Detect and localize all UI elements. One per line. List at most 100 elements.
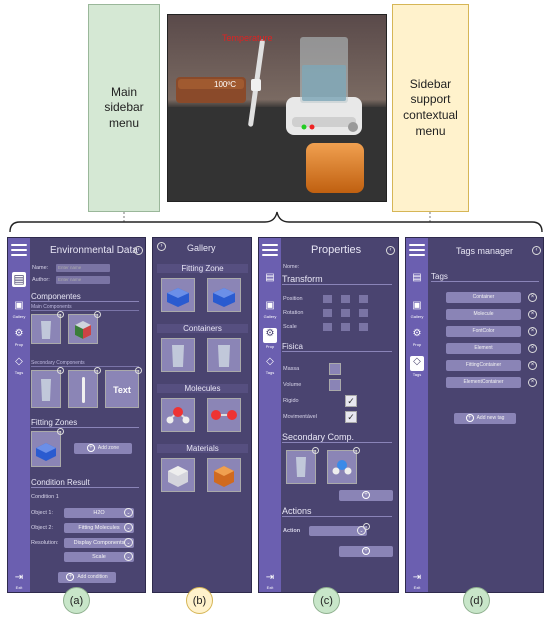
add-new-tag-label: Add new tag <box>476 415 505 421</box>
position-z-input[interactable] <box>359 295 368 303</box>
remove-icon[interactable]: × <box>94 311 101 318</box>
remove-icon[interactable]: × <box>353 447 360 454</box>
tag-icon[interactable]: ◇ <box>15 356 23 367</box>
tag-item[interactable]: FontColor <box>446 326 521 337</box>
environment-file-icon[interactable]: ▤ <box>12 272 26 287</box>
object2-value: Fitting Molecules <box>78 525 120 531</box>
cube-icon <box>213 288 235 307</box>
tag-item[interactable]: ElementContainer <box>446 377 521 388</box>
remove-tag-icon[interactable]: × <box>528 378 537 387</box>
rotation-z-input[interactable] <box>359 309 368 317</box>
author-input[interactable]: Enter name <box>56 276 110 284</box>
add-zone-button[interactable]: +Add zone <box>74 443 132 454</box>
secondary-comp-thumb[interactable] <box>286 450 316 484</box>
action-select[interactable]: ⌄ <box>309 526 367 536</box>
remove-icon[interactable]: × <box>57 367 64 374</box>
position-x-input[interactable] <box>323 295 332 303</box>
hamburger-menu-icon[interactable] <box>409 244 425 256</box>
volume-input[interactable] <box>329 379 341 391</box>
tag-icon[interactable]: ◇ <box>266 356 274 367</box>
remove-icon[interactable]: × <box>312 447 319 454</box>
remove-tag-icon[interactable]: × <box>528 361 537 370</box>
resolution-select-2[interactable]: Scale⌄ <box>64 552 134 562</box>
fitting-zone-thumb[interactable] <box>31 431 61 467</box>
object2-select[interactable]: Fitting Molecules⌄ <box>64 523 134 533</box>
hamburger-menu-icon[interactable] <box>11 244 27 256</box>
remove-tag-icon[interactable]: × <box>528 344 537 353</box>
collapse-icon[interactable]: ‹ <box>134 246 143 255</box>
gallery-item[interactable] <box>161 458 195 492</box>
add-condition-button[interactable]: +Add condition <box>58 572 116 583</box>
environment-file-icon[interactable]: ▤ <box>265 272 275 283</box>
main-sidebar: ▤ ▣ Gallery ⚙ Prop ◇ Tags ⇥ Exit <box>8 238 30 592</box>
scale-z-input[interactable] <box>359 323 368 331</box>
expand-icon[interactable]: › <box>157 242 166 251</box>
remove-icon[interactable]: × <box>363 523 370 530</box>
rotation-y-input[interactable] <box>341 309 350 317</box>
remove-icon[interactable]: × <box>135 367 142 374</box>
contextual-menu-text: Sidebar support contextual menu <box>403 76 458 138</box>
position-y-input[interactable] <box>341 295 350 303</box>
plus-icon: + <box>465 413 474 422</box>
hamburger-menu-icon[interactable] <box>262 244 278 256</box>
exit-icon[interactable]: ⇥ <box>14 572 24 583</box>
materials-section: Materials <box>157 444 248 453</box>
tag-item[interactable]: FittingContainer <box>446 360 521 371</box>
resolution-select[interactable]: Display Components⌄ <box>64 538 134 548</box>
main-component-thumb[interactable] <box>31 314 61 344</box>
components-section: Componentes <box>31 292 139 302</box>
massa-input[interactable] <box>329 363 341 375</box>
fisica-section: Fisica <box>282 342 392 352</box>
text-component-thumb[interactable]: Text <box>105 370 139 408</box>
secondary-component-thumb[interactable] <box>68 370 98 408</box>
collapse-icon[interactable]: ‹ <box>532 246 541 255</box>
remove-icon[interactable]: × <box>57 311 64 318</box>
exit-icon[interactable]: ⇥ <box>265 572 275 583</box>
caption-b: (b) <box>186 587 213 614</box>
gallery-icon[interactable]: ▣ <box>14 300 24 311</box>
add-new-tag-button[interactable]: +Add new tag <box>454 413 516 424</box>
gear-icon[interactable]: ⚙ <box>14 328 24 339</box>
exit-icon[interactable]: ⇥ <box>412 572 422 583</box>
condition-result-section: Condition Result <box>31 478 139 488</box>
tag-item[interactable]: Container <box>446 292 521 303</box>
scale-x-input[interactable] <box>323 323 332 331</box>
gallery-item[interactable] <box>207 278 241 312</box>
gallery-item[interactable] <box>161 398 195 432</box>
gear-icon[interactable]: ⚙ <box>263 328 277 343</box>
beaker-icon <box>172 345 184 367</box>
remove-icon[interactable]: × <box>57 428 64 435</box>
movimentavel-checkbox[interactable]: ✓ <box>345 411 357 423</box>
gallery-item[interactable] <box>207 398 241 432</box>
gallery-item[interactable] <box>207 458 241 492</box>
environment-file-icon[interactable]: ▤ <box>412 272 422 283</box>
prop-label: Prop <box>14 342 24 347</box>
gallery-item[interactable] <box>161 278 195 312</box>
remove-icon[interactable]: × <box>94 367 101 374</box>
scale-y-input[interactable] <box>341 323 350 331</box>
beaker-icon <box>296 457 306 477</box>
secondary-component-thumb[interactable] <box>31 370 61 408</box>
tag-item[interactable]: Element <box>446 343 521 354</box>
remove-tag-icon[interactable]: × <box>528 293 537 302</box>
add-action-button[interactable]: + <box>339 546 393 557</box>
gallery-item[interactable] <box>207 338 241 372</box>
object1-select[interactable]: H2O⌄ <box>64 508 134 518</box>
rotation-x-input[interactable] <box>323 309 332 317</box>
main-component-thumb[interactable] <box>68 314 98 344</box>
gallery-icon[interactable]: ▣ <box>412 300 422 311</box>
secondary-comp-thumb[interactable] <box>327 450 357 484</box>
tag-icon[interactable]: ◇ <box>410 356 424 371</box>
temperature-value: 100ºC <box>214 80 236 89</box>
remove-tag-icon[interactable]: × <box>528 327 537 336</box>
tag-item[interactable]: Molecule <box>446 309 521 320</box>
name-input[interactable]: Enter name <box>56 264 110 272</box>
remove-tag-icon[interactable]: × <box>528 310 537 319</box>
object2-label: Object 2: <box>31 525 54 531</box>
add-secondary-button[interactable]: + <box>339 490 393 501</box>
gallery-item[interactable] <box>161 338 195 372</box>
rigido-checkbox[interactable]: ✓ <box>345 395 357 407</box>
collapse-icon[interactable]: ‹ <box>386 246 395 255</box>
gallery-icon[interactable]: ▣ <box>265 300 275 311</box>
gear-icon[interactable]: ⚙ <box>412 328 422 339</box>
